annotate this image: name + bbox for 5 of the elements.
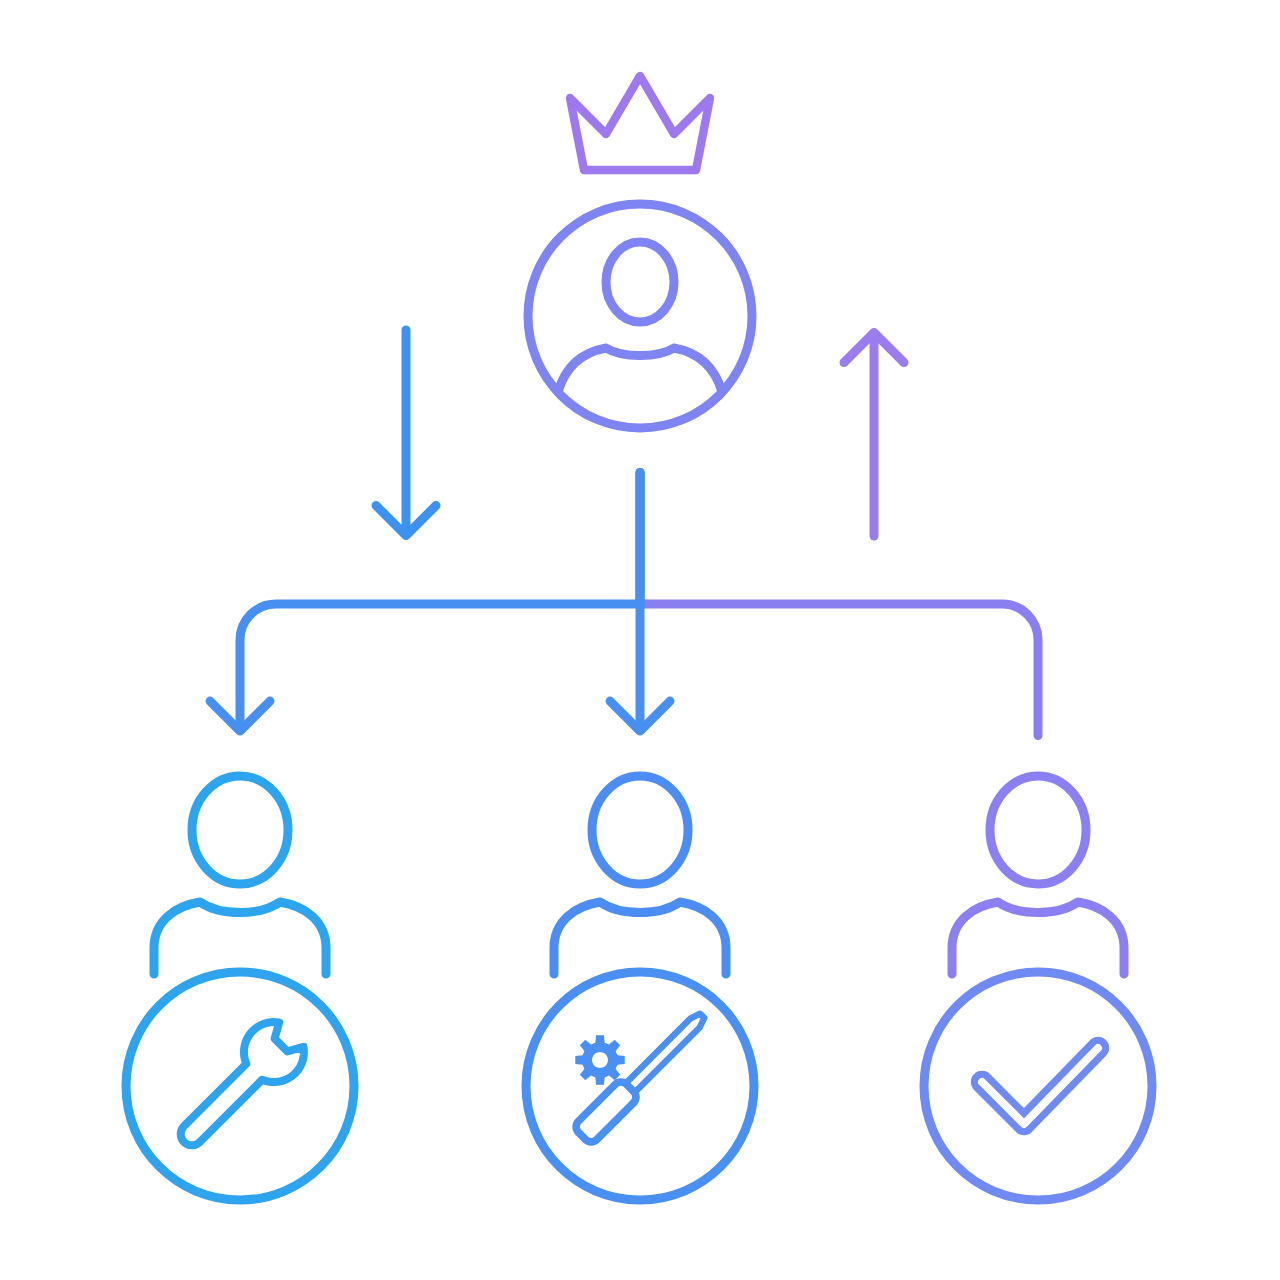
person-figure [149, 771, 331, 979]
connector-arrow [205, 468, 645, 736]
person-figure [947, 771, 1129, 979]
person-figure [549, 771, 731, 979]
person-avatar [523, 199, 757, 433]
